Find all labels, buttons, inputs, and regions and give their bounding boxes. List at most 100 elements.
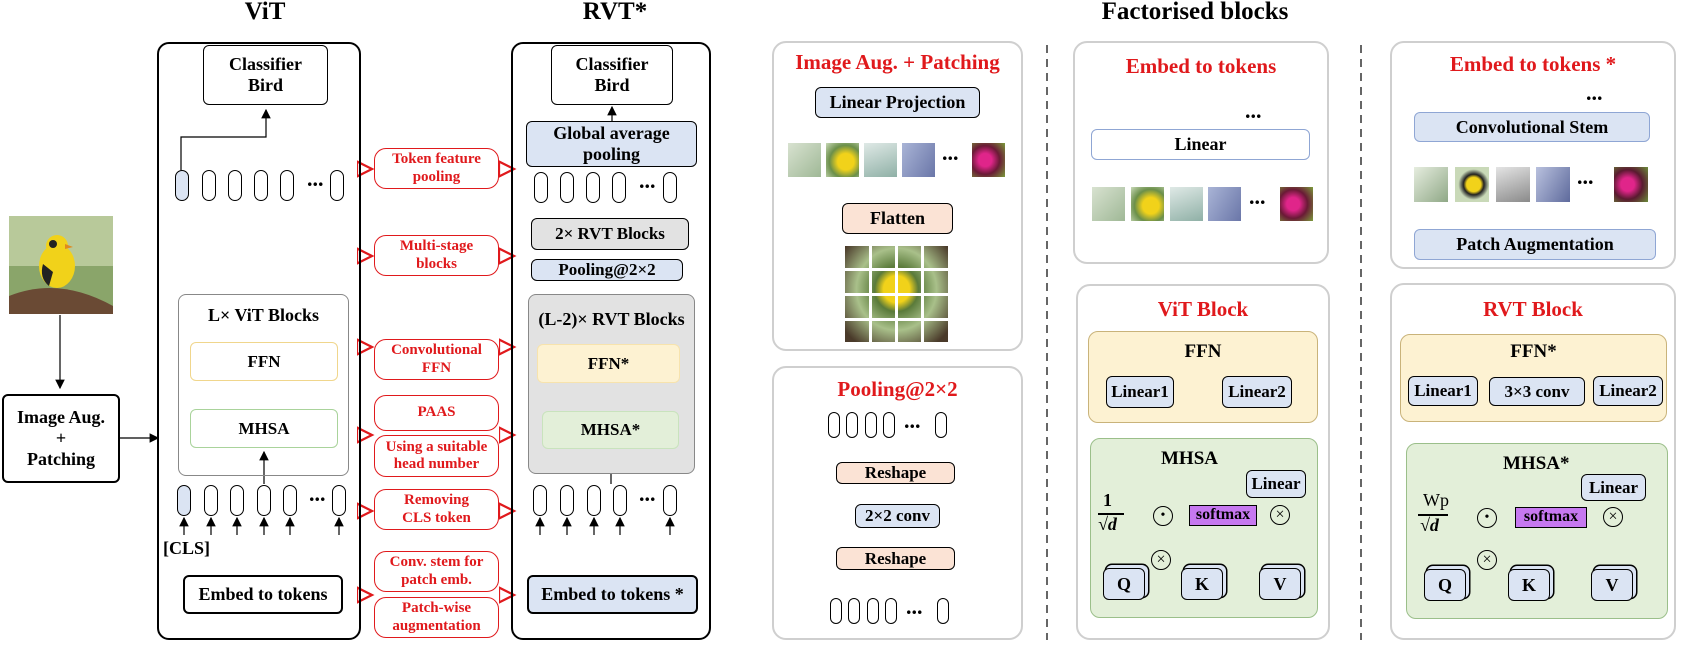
- rvt-bottom-tokens: ...: [533, 481, 703, 517]
- rvt-frame: [511, 42, 711, 640]
- patch-thumbnail: [1454, 166, 1490, 203]
- rvt-v-box: V: [1591, 569, 1633, 601]
- panel-embed-star-title: Embed to tokens *: [1449, 52, 1617, 76]
- vit-mhsa-box: MHSA: [190, 409, 338, 448]
- mod-patch-aug: Patch-wise augmentation: [374, 597, 499, 638]
- vit-frame: [157, 42, 361, 640]
- vit-token: [280, 170, 294, 201]
- rvt-scale-num: Wp: [1423, 490, 1449, 510]
- rvt-top-tokens: ...: [534, 168, 704, 204]
- rvt-token: [560, 172, 574, 203]
- odot-icon: •: [1153, 506, 1173, 526]
- embed-star-top-ellipsis: ...: [1586, 80, 1603, 105]
- pool-ellipsis: ...: [906, 594, 923, 619]
- mod-token-pooling: Token feature pooling: [374, 148, 499, 189]
- vit-token: [332, 485, 346, 516]
- embed-patch-row: ...: [1091, 184, 1316, 224]
- patch-thumbnail: [1613, 166, 1649, 203]
- patch-thumbnail: [863, 142, 898, 178]
- rvt-header: RVT*: [582, 0, 648, 25]
- vit-header: ViT: [244, 0, 286, 25]
- panel-rvt-block-title: RVT Block: [1483, 297, 1583, 321]
- pool-token: [867, 598, 879, 624]
- pool-top-tokens: ...: [828, 408, 978, 440]
- patch-thumbnail: [1279, 186, 1314, 222]
- patch-thumbnail: [1169, 186, 1204, 222]
- rvt-token: [534, 172, 548, 203]
- rvt-q-box: Q: [1424, 569, 1466, 601]
- vit-k-box: K: [1181, 568, 1223, 600]
- rvt-token: [560, 485, 574, 516]
- vit-token: [228, 170, 242, 201]
- rvt-block-linear: Linear: [1581, 474, 1646, 501]
- rvt-token: [587, 485, 601, 516]
- rvt-mhsa-box: MHSA*: [542, 411, 679, 449]
- embed-star-ellipsis: ...: [1577, 164, 1594, 189]
- rvt-classifier-box: Classifier Bird: [551, 45, 673, 105]
- rvt-k-box: K: [1508, 569, 1550, 601]
- rvt-token: [612, 172, 626, 203]
- vit-ffn-box: FFN: [190, 342, 338, 381]
- vit-token: [257, 485, 271, 516]
- vit-v-box: V: [1259, 568, 1301, 600]
- rvt-token: [663, 485, 677, 516]
- embed-star-patch-row: ...: [1413, 164, 1663, 204]
- vit-cls-token: [177, 485, 191, 516]
- patch-grid: [845, 246, 948, 342]
- reshape-top-box: Reshape: [836, 462, 955, 484]
- pool-conv-box: 2×2 conv: [855, 504, 940, 528]
- rvt-blocks-title: (L-2)× RVT Blocks: [538, 309, 685, 329]
- mod-remove-cls: Removing CLS token: [374, 489, 499, 530]
- patch-thumbnail: [1130, 186, 1165, 222]
- pool-token: [830, 598, 842, 624]
- rvt-ffn-box: FFN*: [537, 344, 680, 383]
- rvt-token: [613, 485, 627, 516]
- pool-token: [848, 598, 860, 624]
- rvt-2x-blocks-box: 2× RVT Blocks: [531, 218, 689, 250]
- rvt-block-mhsa-label: MHSA*: [1503, 453, 1570, 474]
- reshape-bottom-box: Reshape: [836, 547, 955, 570]
- rvt-token: [663, 172, 677, 203]
- vit-softmax: softmax: [1189, 505, 1257, 526]
- otimes-icon: ×: [1603, 507, 1623, 527]
- vit-scale-den: √d: [1098, 514, 1117, 534]
- vit-bottom-tokens: ...: [177, 481, 357, 517]
- odot-icon: •: [1477, 508, 1497, 528]
- otimes-icon: ×: [1477, 550, 1497, 570]
- rvt-gap-box: Global average pooling: [526, 121, 697, 167]
- mod-paas: PAAS: [374, 395, 499, 431]
- rvt-embed-box: Embed to tokens *: [527, 575, 698, 614]
- rvt-scale-den: √d: [1420, 515, 1439, 535]
- panel-embed: [1073, 41, 1329, 264]
- rvt-ellipsis: ...: [639, 168, 656, 193]
- patch-thumbnail: [901, 142, 936, 178]
- mod-conv-stem: Conv. stem for patch emb.: [374, 551, 499, 592]
- vit-block-ffn-label: FFN: [1184, 341, 1222, 362]
- vit-blocks-container: [178, 294, 349, 476]
- pool-token: [865, 412, 877, 438]
- pool-token: [828, 412, 840, 438]
- patch-thumbnail: [1207, 186, 1242, 222]
- rvt-token: [533, 485, 547, 516]
- patch-ellipsis: ...: [942, 140, 959, 165]
- linear-box: Linear: [1091, 129, 1310, 160]
- panel-vit-block-title: ViT Block: [1157, 297, 1249, 321]
- otimes-icon: ×: [1270, 505, 1290, 525]
- mod-multistage: Multi-stage blocks: [374, 235, 499, 276]
- mod-head-number: Using a suitable head number: [374, 435, 499, 477]
- patch-thumbnail: [1535, 166, 1571, 203]
- vit-token: [330, 170, 344, 201]
- panel-pooling-title: Pooling@2×2: [837, 377, 958, 401]
- mod-conv-ffn: Convolutional FFN: [374, 339, 499, 380]
- vit-ellipsis: ...: [307, 166, 324, 191]
- flatten-box: Flatten: [842, 203, 953, 234]
- input-augment-box: Image Aug. + Patching: [2, 394, 120, 483]
- pool-token: [883, 412, 895, 438]
- panel-image-aug-title: Image Aug. + Patching: [795, 50, 1000, 74]
- panel-pooling: [772, 366, 1023, 640]
- vit-token: [283, 485, 297, 516]
- vit-blocks-title: L× ViT Blocks: [208, 305, 319, 325]
- conv-stem-box: Convolutional Stem: [1414, 112, 1650, 142]
- patch-thumbnail: [1091, 186, 1126, 222]
- rvt-block-linear1: Linear1: [1408, 376, 1478, 406]
